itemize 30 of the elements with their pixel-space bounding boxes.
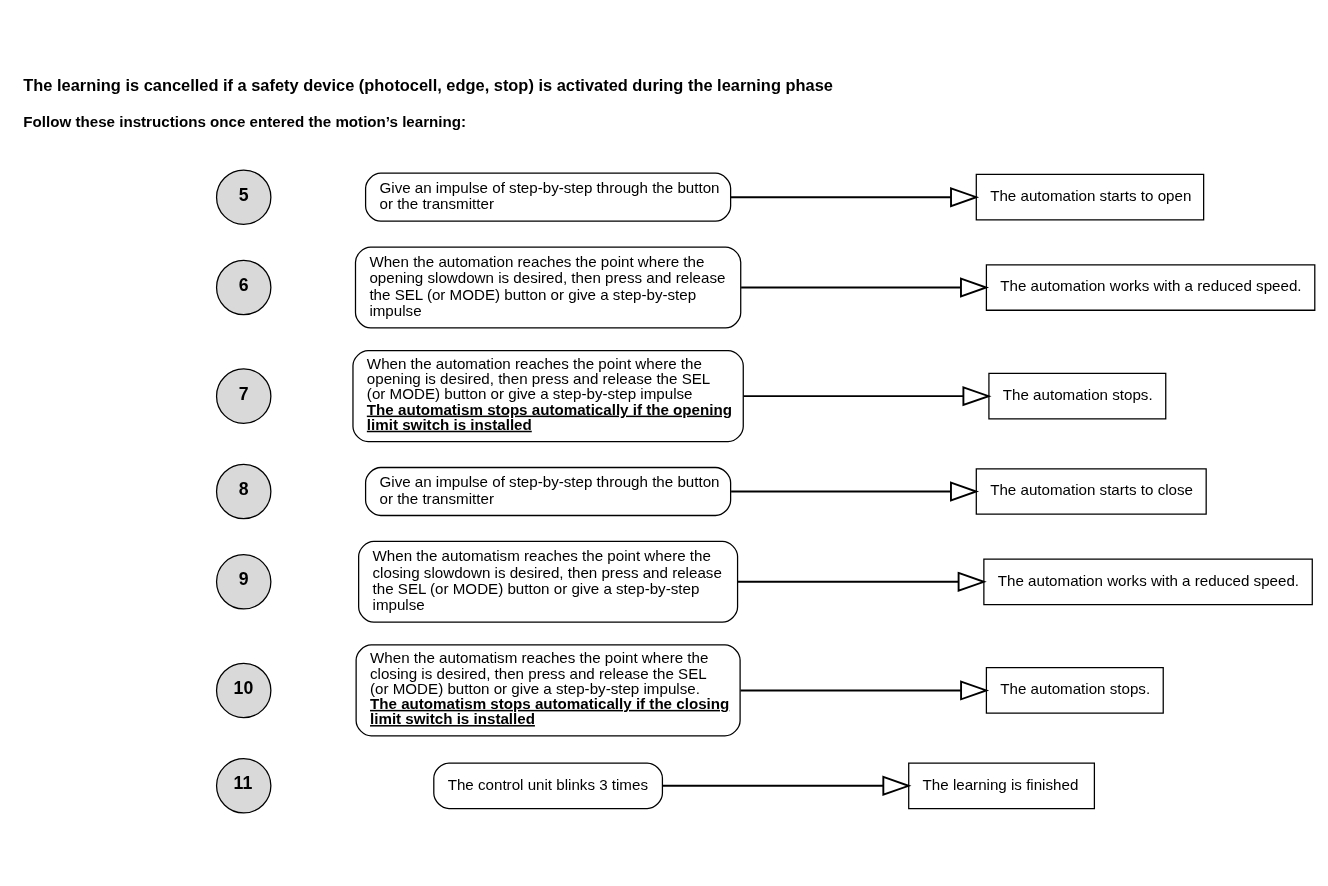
node-box: The automation works with a reduced speed. bbox=[983, 557, 1313, 605]
node-circle: 6 bbox=[215, 259, 272, 315]
node-box: The automation stops. bbox=[985, 666, 1164, 714]
node-box: When the automation reaches the point where the opening slowdown is desired, then press and release the SEL (or MODE) button or give a step-by-step impulse bbox=[354, 245, 742, 329]
arrow bbox=[739, 679, 990, 701]
arrow bbox=[742, 385, 992, 406]
arrow bbox=[729, 186, 980, 207]
node-circle: 11 bbox=[215, 757, 272, 814]
arrow bbox=[661, 775, 912, 796]
node-box: The automation works with a reduced speed. bbox=[985, 263, 1316, 311]
node-box: The automation stops. bbox=[988, 372, 1167, 419]
node-box: The learning is finished bbox=[908, 761, 1096, 809]
node-box: When the automatism reaches the point where the closing is desired, then press and release the SEL (or MODE) button or give a step-by-step impulse. The automatism stops automatically if the closing limit switch is installed bbox=[355, 643, 741, 737]
node-box: The automation starts to open bbox=[975, 173, 1205, 221]
node-box: The control unit blinks 3 times bbox=[433, 761, 664, 809]
node-box: Give an impulse of step-by-step through the button or the transmitter bbox=[364, 466, 732, 516]
node-circle: 9 bbox=[215, 553, 272, 610]
arrow bbox=[740, 276, 990, 298]
diagram-title: The learning is cancelled if a safety device (photocell, edge, stop) is activated during the learning phase bbox=[23, 75, 833, 94]
arrow bbox=[730, 480, 980, 502]
node-box: Give an impulse of step-by-step through the button or the transmitter bbox=[364, 172, 732, 222]
node-box: When the automation reaches the point where the opening is desired, then press and release the SEL (or MODE) button or give a step-by-step impulse The automatism stops automatically if the opening limit switch is installed bbox=[352, 349, 744, 442]
label: Follow these instructions once entered the motion’s learning: bbox=[23, 112, 467, 130]
node-circle: 8 bbox=[215, 463, 272, 519]
node-box: When the automatism reaches the point where the closing slowdown is desired, then press and release the SEL (or MODE) button or give a step-by-step impulse bbox=[358, 540, 739, 623]
node-box: The automation starts to close bbox=[975, 467, 1207, 515]
arrow bbox=[737, 571, 987, 592]
node-circle: 10 bbox=[215, 662, 272, 718]
node-circle: 5 bbox=[215, 168, 272, 225]
node-circle: 7 bbox=[215, 367, 272, 424]
